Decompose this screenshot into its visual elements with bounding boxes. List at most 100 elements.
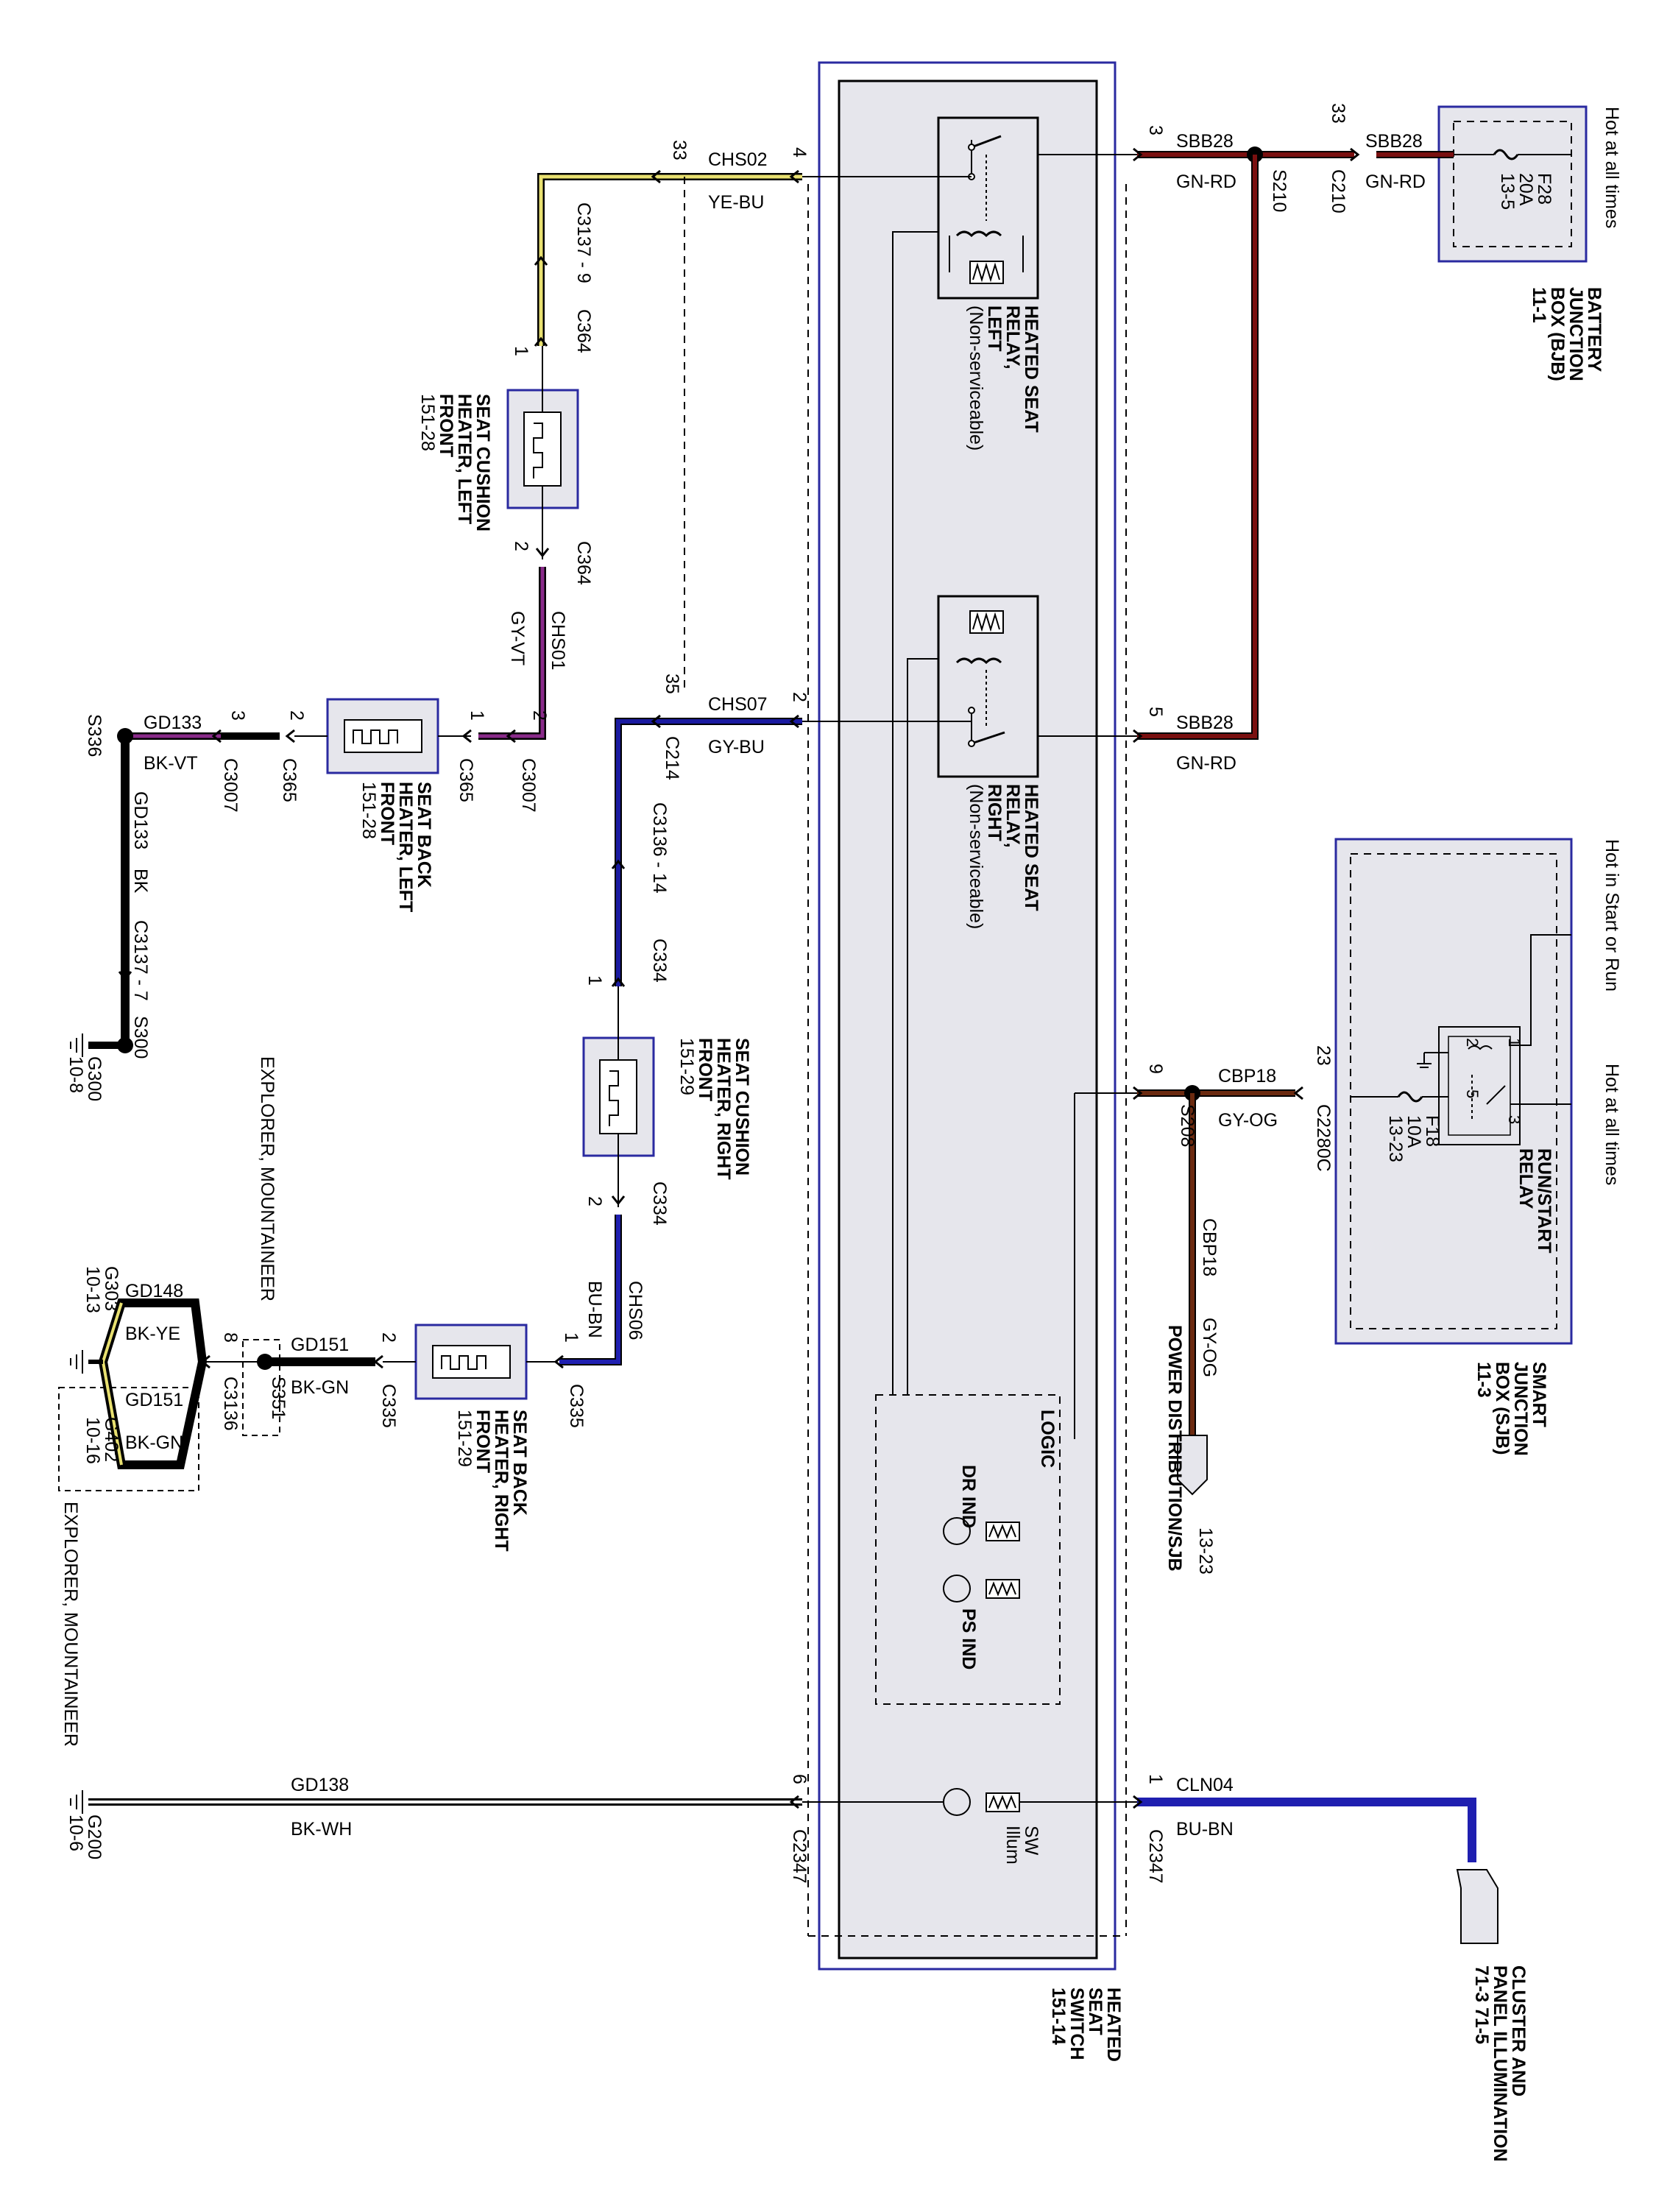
- c3136-14: C3136 - 14: [649, 802, 670, 894]
- labels: Hot at all times BATTERY JUNCTION BOX (B…: [60, 103, 1622, 2162]
- wire-gyog-b: GY-OG: [1199, 1318, 1220, 1377]
- sbr-label-4: 151-29: [454, 1410, 475, 1467]
- bjb-label-1: BATTERY: [1584, 287, 1604, 372]
- wire-gd133-a: GD133: [144, 713, 202, 733]
- runstart-label-2: RELAY: [1515, 1148, 1536, 1209]
- runstart-label-1: RUN/START: [1534, 1148, 1554, 1254]
- logic-block: [875, 1394, 1061, 1705]
- wire-cbp18: [1133, 1085, 1303, 1496]
- sjb-label-2: JUNCTION: [1510, 1362, 1531, 1456]
- ground-g303-g402: [58, 1298, 208, 1491]
- wire-bk: BK: [130, 869, 151, 894]
- f28-ref: 13-5: [1497, 173, 1518, 210]
- c210-pin: 33: [1328, 103, 1348, 124]
- wire-bubn-2: BU-BN: [1176, 1819, 1234, 1840]
- c3007-a-pin: 2: [529, 710, 550, 721]
- sbr-label-3: FRONT: [473, 1410, 493, 1473]
- hot-all-times-bjb: Hot at all times: [1602, 107, 1622, 228]
- wire-bkgn-b: BK-GN: [125, 1432, 183, 1453]
- relay-left-label-3: LEFT: [984, 305, 1005, 352]
- f28-label: F28: [1534, 173, 1554, 205]
- s336: S336: [84, 714, 105, 757]
- sbr-label-1: SEAT BACK: [509, 1410, 530, 1516]
- c364-a: C364: [573, 309, 594, 353]
- relay-right-label-3: RIGHT: [984, 784, 1005, 841]
- sbl-label-3: FRONT: [377, 782, 397, 845]
- c365-b-pin: 2: [286, 710, 307, 721]
- switch-pin1: 1: [1145, 1774, 1166, 1784]
- rs-pin3: 3: [1505, 1115, 1524, 1124]
- c3007-a: C3007: [518, 758, 539, 813]
- sbl-label-2: HEATER, LEFT: [395, 782, 416, 912]
- wire-gd148: GD148: [125, 1281, 183, 1301]
- c365-a: C365: [456, 758, 476, 802]
- smart-junction-box: [1334, 838, 1573, 1345]
- bjb-label-4: 11-1: [1529, 287, 1549, 323]
- wire-chs01: CHS01: [548, 611, 568, 671]
- c335-b: C335: [378, 1384, 399, 1428]
- g200: G200: [84, 1815, 105, 1859]
- wire-bkye: BK-YE: [125, 1324, 180, 1344]
- power-distribution-label: POWER DISTRIBUTION/SJB: [1164, 1325, 1185, 1572]
- sjb-label-4: 11-3: [1473, 1362, 1494, 1398]
- wire-chs07: CHS07: [708, 694, 768, 715]
- c2280c-pin: 23: [1313, 1045, 1334, 1066]
- g300-ref: 10-8: [66, 1056, 86, 1093]
- wire-sbb28-c: SBB28: [1176, 713, 1234, 733]
- rs-pin2: 2: [1463, 1038, 1482, 1047]
- dr-ind-label: DR IND: [958, 1465, 979, 1528]
- cluster-label-1: CLUSTER AND: [1508, 1965, 1529, 2096]
- c364-b-pin: 2: [511, 541, 531, 551]
- c2347-right: C2347: [1145, 1829, 1166, 1884]
- battery-junction-box: [1437, 105, 1588, 263]
- c365-b: C365: [279, 758, 300, 802]
- switch-pin6: 6: [789, 1774, 810, 1784]
- wire-cln04: [1133, 1795, 1498, 1944]
- heated-seat-relay-left: [937, 116, 1039, 300]
- scr-label-3: FRONT: [695, 1038, 715, 1101]
- wire-chs07: [611, 714, 802, 987]
- hot-all-times-sjb: Hot at all times: [1602, 1064, 1622, 1185]
- wire-gnrd-b: GN-RD: [1365, 172, 1426, 192]
- wire-gybu: GY-BU: [708, 737, 765, 757]
- wire-sbb28-a: SBB28: [1176, 131, 1234, 152]
- s210: S210: [1269, 169, 1289, 212]
- c335-b-pin: 2: [378, 1332, 399, 1343]
- f18-amps: 10A: [1404, 1115, 1424, 1148]
- rs-pin5: 5: [1463, 1089, 1482, 1098]
- wire-sbb28-top: [1133, 146, 1454, 743]
- wire-bkgn-a: BK-GN: [291, 1377, 349, 1398]
- s351: S351: [268, 1377, 289, 1419]
- c3137-9: C3137 - 9: [573, 202, 594, 283]
- relay-right-label-1: HEATED SEAT: [1021, 784, 1041, 911]
- f28-amps: 20A: [1515, 173, 1536, 206]
- wire-gnrd-a: GN-RD: [1176, 172, 1236, 192]
- relay-left-label-4: (Non-serviceable): [966, 305, 986, 450]
- c335-a: C335: [566, 1384, 587, 1428]
- wire-sbb28-b: SBB28: [1365, 131, 1423, 152]
- g402-ref: 10-16: [82, 1417, 103, 1464]
- sbl-label-4: 151-28: [358, 782, 379, 839]
- wire-gnrd-c: GN-RD: [1176, 753, 1236, 774]
- c3137-pin33: 33: [669, 140, 690, 160]
- wire-gd138: [70, 1790, 802, 1814]
- g303: G303: [101, 1266, 121, 1311]
- switch-internal-wiring: [802, 154, 1137, 1439]
- c3007-b: C3007: [220, 758, 241, 813]
- switch-label-4: 151-14: [1048, 1987, 1069, 2045]
- wire-yebu: YE-BU: [708, 192, 764, 213]
- sbl-label-1: SEAT BACK: [414, 782, 434, 888]
- wire-gd151-a: GD151: [291, 1335, 349, 1355]
- wire-gd133: [70, 728, 280, 1057]
- c364-a-pin: 1: [511, 346, 531, 356]
- wire-chs02: [534, 169, 802, 692]
- c214-pin: 35: [662, 674, 682, 694]
- scl-label-4: 151-28: [417, 394, 438, 451]
- bjb-label-3: BOX (BJB): [1547, 287, 1568, 381]
- c3136: C3136: [220, 1377, 241, 1431]
- explorer-label-1: EXPLORER, MOUNTAINEER: [257, 1056, 277, 1301]
- f18-label: F18: [1422, 1115, 1443, 1147]
- power-distribution-ref: 13-23: [1195, 1527, 1216, 1575]
- relay-right-label-2: RELAY,: [1002, 784, 1023, 848]
